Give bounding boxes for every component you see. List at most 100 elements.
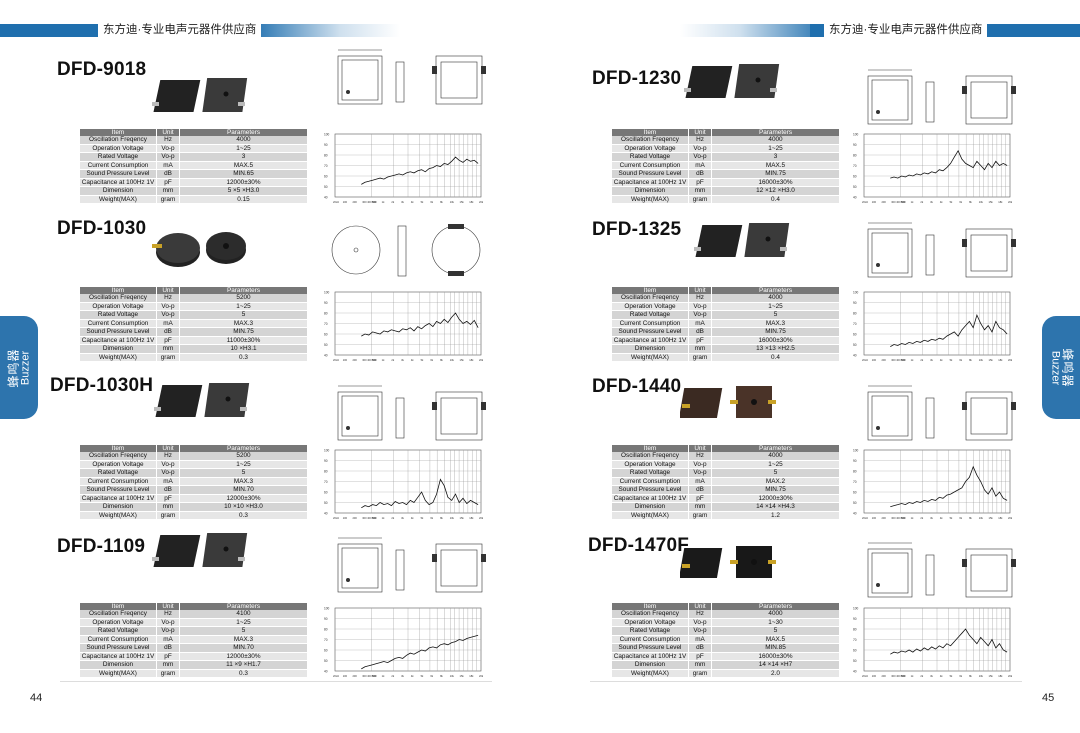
graph-x-tick: 8k	[440, 516, 443, 520]
graph-x-tick: 800	[372, 516, 377, 520]
spec-header-cell: Item	[80, 445, 157, 453]
model-name: DFD-1325	[592, 219, 682, 240]
graph-x-tick: 8k	[969, 200, 972, 204]
technical-drawing	[328, 530, 488, 610]
spec-param: 5200	[179, 452, 308, 461]
spec-unit: mA	[688, 635, 712, 645]
spec-item: Weight(MAX)	[612, 669, 689, 679]
graph-y-tick: 100	[324, 449, 330, 453]
graph-x-tick: 100	[343, 358, 348, 362]
product-photo	[148, 72, 248, 132]
product-photo	[678, 378, 780, 438]
graph-x-tick: 6k	[430, 516, 433, 520]
frequency-response-curve	[890, 313, 1008, 347]
spec-item: Rated Voltage	[612, 152, 689, 162]
spec-item: Capacitance at 100Hz 1V	[80, 178, 157, 188]
spec-item: Capacitance at 100Hz 1V	[612, 494, 689, 504]
spec-unit: Hz	[688, 610, 712, 619]
model-name: DFD-1230	[592, 68, 682, 89]
spec-unit: gram	[688, 353, 712, 363]
spec-param: 4000	[711, 136, 840, 145]
spec-item: Weight(MAX)	[80, 195, 157, 205]
spec-item: Dimension	[80, 344, 157, 354]
spec-param: 5200	[179, 294, 308, 303]
graph-x-tick: 3k	[401, 516, 404, 520]
spec-unit: pF	[156, 178, 180, 188]
header-title-left: 东方迪·专业电声元器件供应商	[98, 24, 262, 37]
graph-y-tick: 60	[853, 175, 857, 179]
graph-x-tick: 18k	[469, 200, 474, 204]
graph-x-tick: 2k	[391, 200, 394, 204]
graph-x-tick: 8k	[440, 200, 443, 204]
graph-x-tick: 3k	[930, 674, 933, 678]
spec-item: Oscillation Freqency	[80, 452, 157, 461]
graph-y-tick: 100	[853, 133, 859, 137]
spec-param: MIN.65	[179, 169, 308, 179]
spec-item: Oscillation Freqency	[612, 294, 689, 303]
graph-y-tick: 50	[853, 185, 857, 189]
graph-x-tick: 3k	[930, 200, 933, 204]
spec-param: 0.4	[711, 353, 840, 363]
spec-header-cell: Parameters	[179, 287, 308, 295]
graph-y-tick: 90	[853, 617, 857, 621]
side-tab-en: Buzzer	[1049, 350, 1062, 385]
side-tab-buzzer-left: 蜂鸣器 Buzzer	[0, 316, 38, 419]
graph-y-tick: 70	[853, 322, 857, 326]
technical-drawing	[328, 210, 488, 290]
spec-item: Sound Pressure Level	[612, 327, 689, 337]
graph-y-tick: 50	[853, 343, 857, 347]
spec-unit: dB	[688, 327, 712, 337]
spec-param: 14 ×14 ×H4.3	[711, 502, 840, 512]
spec-item: Dimension	[612, 344, 689, 354]
product-photo	[150, 377, 250, 437]
graph-x-tick: 3k	[401, 200, 404, 204]
spec-unit: dB	[688, 485, 712, 495]
spec-param: MAX.3	[179, 477, 308, 487]
graph-x-tick: 20k	[479, 674, 483, 678]
spec-param: MAX.3	[179, 635, 308, 645]
technical-drawing	[858, 62, 1018, 142]
graph-y-tick: 40	[324, 196, 328, 200]
graph-x-tick: 5k	[950, 358, 953, 362]
graph-x-tick: 800	[901, 358, 906, 362]
graph-x-tick: 20k	[1008, 674, 1012, 678]
spec-header-cell: Parameters	[711, 603, 840, 611]
graph-y-tick: 70	[853, 480, 857, 484]
frequency-response-curve	[361, 634, 479, 670]
spec-param: 16000±30%	[711, 652, 840, 662]
spec-unit: mA	[688, 477, 712, 487]
spec-item: Rated Voltage	[612, 468, 689, 478]
spec-item: Oscillation Freqency	[612, 136, 689, 145]
spec-param: MIN.70	[179, 485, 308, 495]
spec-item: Current Consumption	[80, 635, 157, 645]
spec-unit: Vo-p	[156, 468, 180, 478]
frequency-response-curve	[890, 628, 1008, 655]
graph-x-tick: 300 400 500	[362, 200, 377, 204]
graph-y-tick: 50	[324, 659, 328, 663]
spec-unit: pF	[688, 178, 712, 188]
spec-param: 5 ×5 ×H3.0	[179, 186, 308, 196]
graph-y-tick: 90	[853, 143, 857, 147]
spec-param: 0.3	[179, 669, 308, 679]
spec-param: 13 ×13 ×H2.5	[711, 344, 840, 354]
graph-y-tick: 60	[324, 649, 328, 653]
graph-x-tick: 300 400 500	[362, 358, 377, 362]
graph-y-tick: 80	[853, 312, 857, 316]
